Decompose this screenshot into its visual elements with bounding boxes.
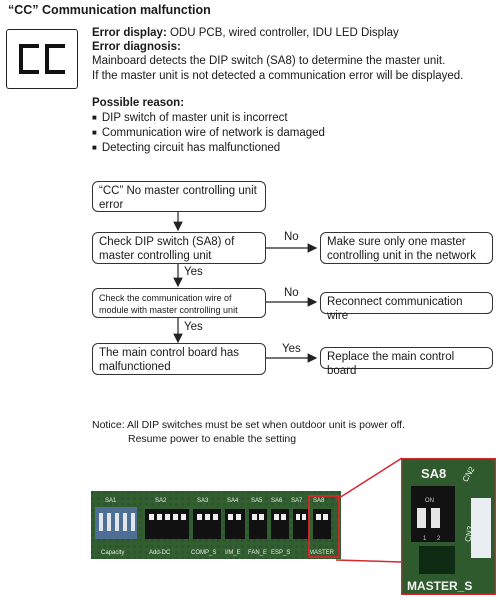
pcb-bottom-label: MASTER xyxy=(309,550,335,556)
flow-step1-no-box: Make sure only one master controlling un… xyxy=(320,232,493,264)
no-label: No xyxy=(284,231,299,243)
pcb-dip-switch-image: SA1 SA2 SA3 SA4 SA5 SA6 SA7 SA8 Capacity… xyxy=(91,491,341,559)
notice-line1: Notice: All DIP switches must be set whe… xyxy=(92,419,406,431)
error-diagnosis-line2: If the master unit is not detected a com… xyxy=(92,69,464,82)
pcb-bottom-label: FAN_E xyxy=(248,550,267,556)
sa-label: SA4 xyxy=(227,498,239,504)
flow-start-box: “CC” No master controlling unit error xyxy=(92,181,266,212)
pcb-bottom-label: Capacity xyxy=(101,550,124,556)
error-code-display xyxy=(6,29,78,89)
notice: Notice: All DIP switches must be set whe… xyxy=(92,418,405,446)
possible-reason-heading: Possible reason: xyxy=(92,97,185,109)
zoom-cn3-label: CN3 xyxy=(463,525,475,543)
flow-step2-no-box: Reconnect communication wire xyxy=(320,292,493,322)
sa-label: SA2 xyxy=(155,498,167,504)
sa-label: SA1 xyxy=(105,498,117,504)
cc-segment-icon xyxy=(19,44,65,74)
yes-label: Yes xyxy=(184,321,203,333)
list-item: Detecting circuit has malfunctioned xyxy=(92,141,325,156)
sa-label: SA8 xyxy=(313,498,325,504)
pcb-bottom-label: COMP_S xyxy=(191,550,216,556)
error-diagnosis-line1: Mainboard detects the DIP switch (SA8) t… xyxy=(92,55,446,68)
sa-label: SA7 xyxy=(291,498,303,504)
sa8-highlight xyxy=(308,495,340,558)
error-display-line: Error display: ODU PCB, wired controller… xyxy=(92,27,399,39)
error-diagnosis-label: Error diagnosis: xyxy=(92,41,181,54)
list-item: DIP switch of master unit is incorrect xyxy=(92,111,325,126)
pcb-bottom-label: I/M_E xyxy=(225,550,241,556)
yes-label: Yes xyxy=(282,343,301,355)
zoom-callout-lines xyxy=(335,457,403,563)
flow-connectors xyxy=(173,212,318,363)
possible-reason-list: DIP switch of master unit is incorrect C… xyxy=(92,111,325,156)
error-info: Error display: ODU PCB, wired controller… xyxy=(92,26,463,83)
sa8-zoom-image: SA8 CN2 ON 1 2 CN3 MASTER_S xyxy=(401,458,496,595)
pcb-bottom-label: ESP_S xyxy=(271,550,290,556)
sa-label: SA6 xyxy=(271,498,283,504)
sa-label: SA5 xyxy=(251,498,263,504)
svg-text:2: 2 xyxy=(437,536,441,542)
flow-step3-yes-box: Replace the main control board xyxy=(320,347,493,377)
page-title: “CC” Communication malfunction xyxy=(8,3,211,17)
sa-label: SA3 xyxy=(197,498,209,504)
zoom-on-label: ON xyxy=(425,498,434,504)
zoom-sa8-label: SA8 xyxy=(421,466,446,481)
no-label: No xyxy=(284,287,299,299)
list-item: Communication wire of network is damaged xyxy=(92,126,325,141)
flow-step3-box: The main control board has malfunctioned xyxy=(92,343,266,375)
pcb-bottom-label: Add-DC xyxy=(149,550,171,556)
flow-step2-box: Check the communication wire of module w… xyxy=(92,288,266,318)
zoom-master-label: MASTER_S xyxy=(407,579,472,593)
yes-label: Yes xyxy=(184,266,203,278)
svg-text:1: 1 xyxy=(423,536,427,542)
notice-line2: Resume power to enable the setting xyxy=(128,433,297,445)
flow-step1-box: Check DIP switch (SA8) of master control… xyxy=(92,232,266,264)
